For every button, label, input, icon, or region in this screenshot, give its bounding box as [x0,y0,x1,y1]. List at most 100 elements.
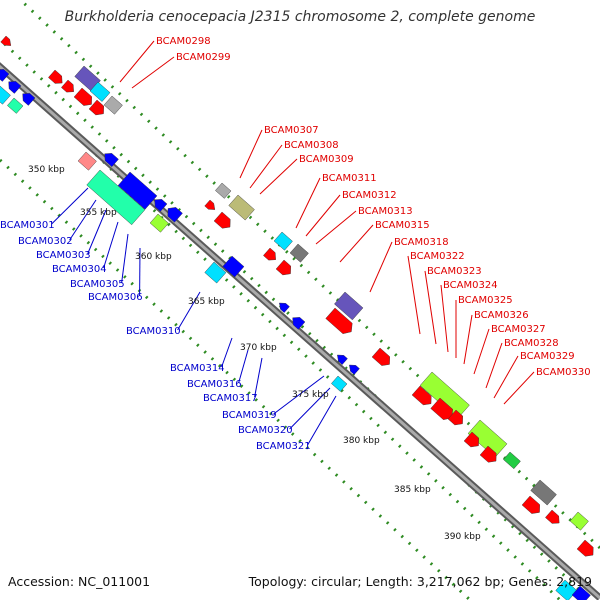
reverse-gene-glyph [204,261,227,284]
reverse-leader [289,387,331,430]
reverse-gene-glyph-shape [279,302,290,313]
reverse-leader [273,375,325,415]
reverse-gene-glyph-shape [331,375,348,392]
forward-gene-glyph-shape [289,243,309,263]
forward-gene-glyph-shape [0,35,12,46]
forward-gene-glyph-shape [467,419,508,458]
forward-gene-glyph-shape [48,69,63,84]
forward-gene-glyph [503,451,521,470]
reverse-gene-label: BCAM0305 [70,279,125,290]
forward-gene-glyph-shape [545,509,560,524]
forward-gene-glyph-shape [325,307,353,334]
backbone-highlight [0,64,600,600]
forward-gene-glyph-shape [213,211,231,229]
reverse-gene-glyph-shape [555,579,578,600]
reverse-gene-glyph [149,213,169,233]
forward-gene-glyph [204,199,216,210]
forward-leader [493,355,519,399]
forward-gene-label: BCAM0318 [394,237,449,248]
forward-gene-glyph [325,307,353,334]
forward-gene-glyph [88,99,104,116]
forward-gene-label: BCAM0312 [342,190,397,201]
forward-gene-label: BCAM0325 [458,295,513,306]
forward-gene-glyph-shape [569,511,589,531]
reverse-gene-glyph-shape [349,364,360,375]
reverse-leader [238,349,249,384]
forward-gene-glyph [463,431,479,448]
forward-gene-glyph [48,69,63,84]
forward-gene-label: BCAM0322 [410,251,465,262]
forward-gene-label: BCAM0298 [156,36,211,47]
forward-gene-label: BCAM0330 [536,367,591,378]
forward-gene-glyph-shape [447,409,463,426]
forward-gene-glyph-shape [371,347,390,366]
kbp-marker: 350 kbp [28,165,65,175]
reverse-gene-glyph-shape [7,97,24,114]
forward-gene-glyph-shape [215,182,232,199]
reverse-gene-label: BCAM0303 [36,250,91,261]
reverse-gene-glyph [117,171,158,210]
reverse-gene-glyph-shape [167,207,183,223]
forward-gene-glyph [0,35,12,46]
forward-gene-label: BCAM0313 [358,206,413,217]
label-leaders [51,40,535,446]
reverse-gene-label: BCAM0320 [238,425,293,436]
forward-gene-glyph [521,495,540,514]
forward-gene-glyph-shape [503,451,521,470]
forward-gene-glyph-shape [530,479,557,506]
forward-gene-glyph [545,509,560,524]
forward-leader [503,371,535,405]
reverse-gene-glyph [104,153,119,168]
forward-gene-glyph [73,87,92,106]
reverse-leader [307,395,337,446]
reverse-gene-glyph-shape [117,171,158,210]
forward-leader [424,270,437,345]
forward-gene-label: BCAM0327 [491,324,546,335]
reverse-gene-glyph [8,81,22,94]
reverse-gene-label: BCAM0321 [256,441,311,452]
forward-gene-glyph [371,347,390,366]
reverse-gene-glyph-shape [222,255,245,278]
kbp-marker: 365 kbp [188,297,225,307]
reverse-leader [254,357,263,398]
reverse-gene-label: BCAM0302 [18,236,73,247]
reverse-gene-glyph [555,579,578,600]
reverse-gene-glyph-shape [104,153,119,168]
reverse-gene-glyph-shape [337,354,348,365]
reverse-gene-glyph [349,364,360,375]
reverse-gene-glyph [292,317,306,330]
forward-leader [119,40,155,83]
reverse-leader [103,221,119,269]
forward-gene-glyph-shape [576,539,594,557]
tick-ring [0,158,472,600]
forward-leader [339,224,374,263]
reverse-gene-label: BCAM0301 [0,220,55,231]
forward-gene-glyph [61,79,74,93]
forward-gene-glyph-shape [61,79,74,93]
forward-gene-label: BCAM0329 [520,351,575,362]
reverse-gene-glyph [222,255,245,278]
forward-gene-glyph-shape [263,247,276,261]
reverse-gene-glyph-shape [0,85,11,105]
kbp-marker: 360 kbp [135,252,172,262]
reverse-gene-glyph-shape [154,199,168,212]
forward-leader [259,158,298,195]
reverse-gene-label: BCAM0310 [126,326,181,337]
forward-leader [440,284,449,353]
forward-gene-glyph [228,194,255,221]
forward-leader [369,241,393,293]
forward-leader [315,210,357,245]
forward-gene-glyph [213,211,231,229]
forward-gene-glyph [530,479,557,506]
reverse-gene-label: BCAM0304 [52,264,107,275]
reverse-gene-glyph [22,93,36,106]
forward-gene-glyph [334,291,364,321]
reverse-leader [177,291,201,331]
forward-gene-label: BCAM0309 [299,154,354,165]
forward-gene-glyph-shape [89,81,111,102]
reverse-gene-glyph [167,207,183,223]
forward-gene-label: BCAM0299 [176,52,231,63]
forward-gene-glyph [263,247,276,261]
reverse-gene-glyph-shape [8,81,22,94]
